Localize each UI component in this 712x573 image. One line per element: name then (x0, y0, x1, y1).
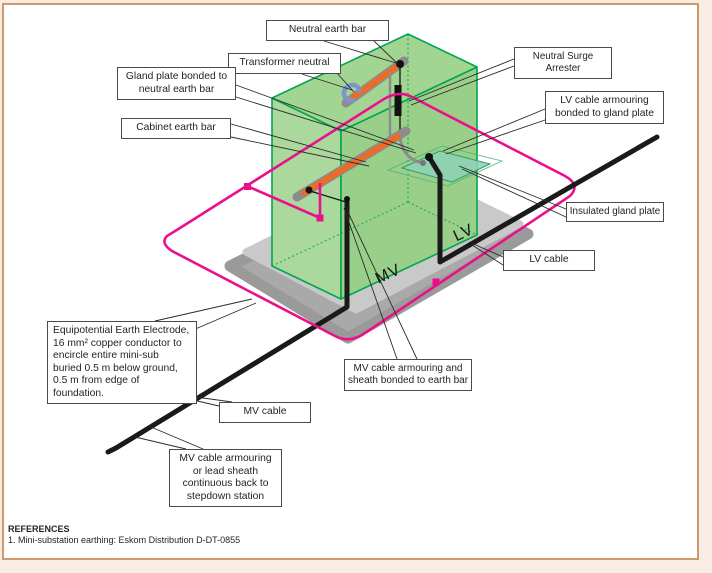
leader-transformer-neutral (301, 71, 355, 93)
callout-transformer-neutral: Transformer neutral (228, 53, 341, 74)
leader-gland-plate-bonded (235, 84, 417, 154)
cabinet-bar-terminal (305, 186, 313, 194)
leader-neutral-earth-bar (323, 40, 399, 65)
mv-armouring-bond (309, 190, 347, 203)
leader-mv-armouring-lead (134, 426, 204, 450)
leader-mv-armouring-sheath (343, 207, 418, 360)
neutral-earth-bar (341, 56, 409, 108)
callout-equipotential-electrode: Equipotential Earth Electrode, 16 mm² co… (47, 321, 197, 405)
references-block: REFERENCES 1. Mini-substation earthing: … (8, 524, 240, 547)
leader-insulated-gland-plate (458, 165, 567, 218)
lv-gland-terminal (425, 153, 433, 161)
leader-neutral-surge-arrester (408, 58, 515, 106)
equipotential-loop (163, 92, 576, 341)
cabinet-left-face (271, 97, 342, 300)
lv-cable (425, 134, 660, 265)
transformer-neutral-hook (341, 82, 362, 103)
callout-mv-cable: MV cable (219, 402, 311, 423)
callout-gland-plate-bonded: Gland plate bonded to neutral earth bar (117, 67, 236, 101)
mv-cable (105, 190, 350, 455)
leader-mv-cable (192, 396, 233, 407)
callout-neutral-surge-arrester: Neutral Surge Arrester (514, 47, 612, 79)
callout-mv-armouring-sheath: MV cable armouring and sheath bonded to … (344, 359, 472, 392)
callout-cabinet-earth-bar: Cabinet earth bar (121, 118, 231, 139)
gland-plate-bond-conductor (398, 137, 426, 166)
references-heading: REFERENCES (8, 524, 70, 534)
callout-lv-cable: LV cable (503, 250, 595, 271)
callout-mv-armouring-lead: MV cable armouring or lead sheath contin… (169, 449, 282, 508)
leader-cabinet-earth-bar (230, 123, 370, 167)
leader-lines (134, 40, 567, 450)
callout-lv-cable-armouring: LV cable armouring bonded to gland plate (545, 91, 664, 125)
reference-item: 1. Mini-substation earthing: Eskom Distr… (8, 535, 241, 546)
leader-equipotential (154, 298, 257, 331)
callout-neutral-earth-bar: Neutral earth bar (266, 20, 389, 41)
callout-insulated-gland-plate: Insulated gland plate (566, 202, 664, 222)
leader-lv-cable (468, 241, 504, 266)
leader-lv-cable-armouring (442, 108, 546, 155)
